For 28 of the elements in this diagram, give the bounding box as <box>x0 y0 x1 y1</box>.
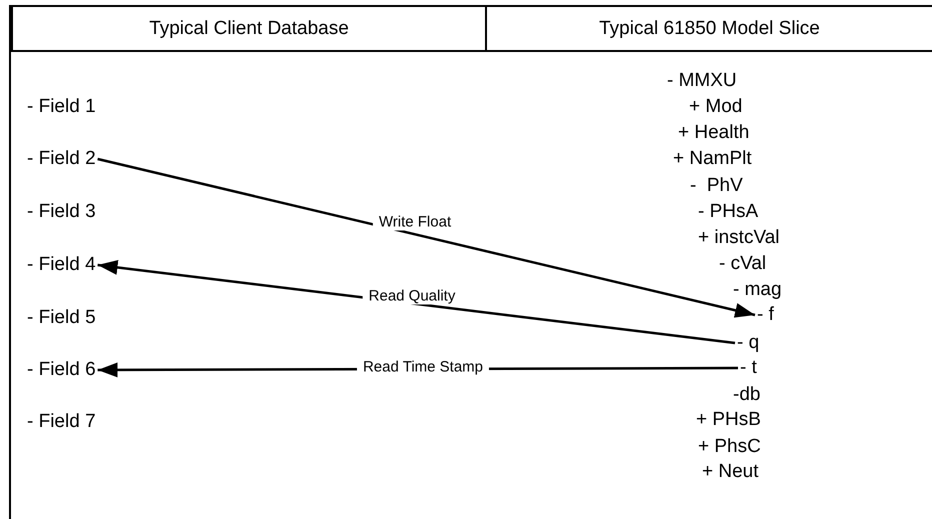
arrow <box>97 260 736 344</box>
model-tree-item: + Health <box>678 122 750 144</box>
field-name: - Field 5 <box>27 307 96 329</box>
model-tree-item: - f <box>757 304 774 326</box>
field-name: - Field 4 <box>27 254 96 276</box>
edge-label: Read Time Stamp <box>356 358 490 376</box>
model-tree-item: + NamPlt <box>673 148 752 170</box>
model-tree-item: - q <box>737 332 760 354</box>
model-tree-item: - PhV <box>690 175 743 197</box>
model-tree-item: + PHsB <box>696 409 761 431</box>
field-name: - Field 2 <box>27 148 96 170</box>
field-name: - Field 3 <box>27 201 96 223</box>
arrow <box>97 158 756 318</box>
column-header: Typical Client Database <box>11 5 487 52</box>
model-tree-item: - PHsA <box>698 201 758 223</box>
field-name: - Field 1 <box>27 96 96 118</box>
model-tree-item: - cVal <box>719 253 766 275</box>
model-tree-item: - mag <box>733 279 782 301</box>
model-tree-item: - MMXU <box>667 70 737 92</box>
model-tree-item: - t <box>740 357 757 379</box>
column-header: Typical 61850 Model Slice <box>487 5 932 52</box>
field-name: - Field 6 <box>27 359 96 381</box>
model-tree-item: + Mod <box>689 96 742 118</box>
field-name: - Field 7 <box>27 411 96 433</box>
model-tree-item: + Neut <box>702 461 759 483</box>
model-tree-item: -db <box>733 384 760 406</box>
model-tree-item: + PhsC <box>698 436 761 458</box>
model-tree-item: + instcVal <box>698 227 780 249</box>
